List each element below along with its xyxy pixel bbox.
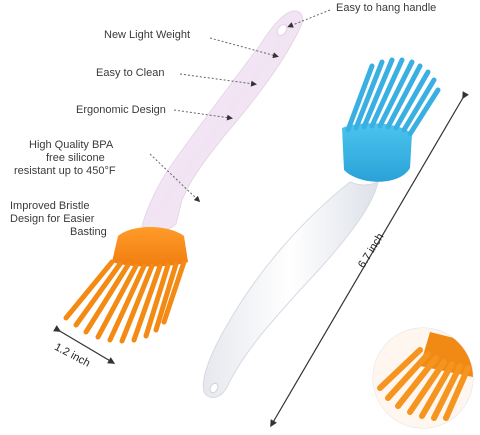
left-brush-ferrule — [112, 227, 188, 267]
leader-ergonomic — [173, 109, 233, 121]
right-brush-handle — [202, 181, 379, 399]
left-hang-hole — [276, 24, 288, 36]
length-dimension-arrow — [270, 91, 469, 428]
leader-easy-clean — [179, 73, 257, 87]
callout-bristle-line3: Basting — [70, 226, 107, 238]
right-bristles — [345, 57, 441, 137]
callout-light-weight: New Light Weight — [104, 29, 191, 41]
callout-bristle-line1: Improved Bristle — [10, 200, 90, 212]
right-hang-hole — [209, 382, 219, 394]
leader-light-weight — [209, 37, 279, 59]
callout-ergonomic: Ergonomic Design — [76, 104, 166, 116]
callout-leaders — [149, 9, 331, 203]
callout-easy-clean: Easy to Clean — [96, 67, 165, 79]
left-brush-handle — [141, 10, 303, 231]
callout-bpa-line3: resistant up to 450°F — [14, 165, 116, 177]
leader-bpa — [149, 153, 201, 203]
width-dimension-arrow — [53, 325, 116, 364]
right-brush-ferrule — [342, 123, 412, 182]
callout-bpa: High Quality BPA free silicone resistant… — [11, 139, 159, 178]
left-bristles — [63, 259, 187, 344]
callout-hang-handle: Easy to hang handle — [336, 2, 437, 14]
callout-bpa-line2: free silicone — [46, 152, 105, 164]
callout-bristle-line2: Design for Easier — [10, 213, 95, 225]
left-brush — [63, 10, 303, 344]
callout-bpa-line1: High Quality BPA — [29, 139, 114, 151]
leader-hang-handle — [287, 9, 331, 28]
closeup-inset — [372, 327, 474, 429]
callout-bristle: Improved Bristle Design for Easier Basti… — [10, 200, 107, 239]
